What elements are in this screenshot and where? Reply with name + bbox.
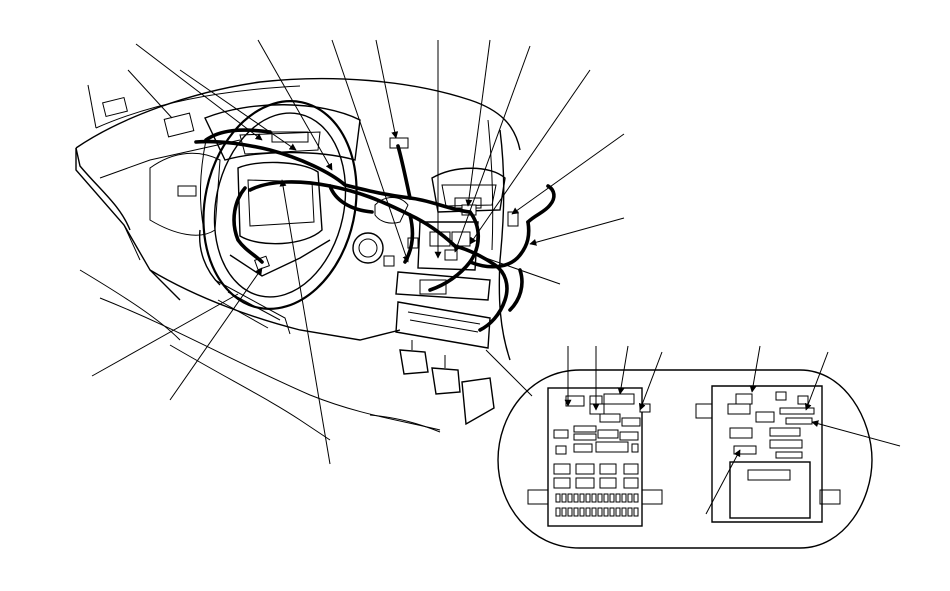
callout-leader-6 xyxy=(331,39,410,263)
mini-fuse-strip xyxy=(555,493,639,517)
pedals xyxy=(399,340,495,426)
callout-leader-9 xyxy=(465,39,491,207)
inset-leader-7 xyxy=(811,420,901,447)
under-dash-fuse-relay-box-detail xyxy=(497,345,901,549)
callout-leader-1 xyxy=(87,84,97,129)
callout-leader-14 xyxy=(479,255,561,285)
inset-leader-8 xyxy=(705,449,741,515)
callout-leader-4 xyxy=(179,69,297,151)
fuse-box-rear-view xyxy=(695,385,841,523)
callout-leader-15 xyxy=(91,293,239,377)
callout-leader-7 xyxy=(375,39,399,139)
fuse-box-front-view xyxy=(527,387,663,527)
inset-leader-3 xyxy=(617,345,629,395)
callout-leader-5 xyxy=(257,39,333,171)
inset-leader-5 xyxy=(749,345,761,393)
callout-leader-2 xyxy=(127,69,173,119)
inset-leader-6 xyxy=(804,351,829,411)
callout-leader-17 xyxy=(279,179,331,465)
callout-leader-11 xyxy=(469,69,591,245)
gauge xyxy=(352,232,384,264)
inset-leader-4 xyxy=(638,351,663,411)
callout-leaders-main xyxy=(87,39,625,465)
instrument-cluster xyxy=(204,104,361,161)
callout-leader-16 xyxy=(169,267,263,401)
callout-leader-13 xyxy=(529,217,625,246)
callout-leaders-inset xyxy=(564,345,901,515)
steering-wheel xyxy=(198,100,358,310)
callout-leader-12 xyxy=(511,133,625,215)
callout-leader-18 xyxy=(485,349,533,397)
callout-leader-10 xyxy=(453,45,531,253)
callout-leader-3 xyxy=(135,43,263,141)
